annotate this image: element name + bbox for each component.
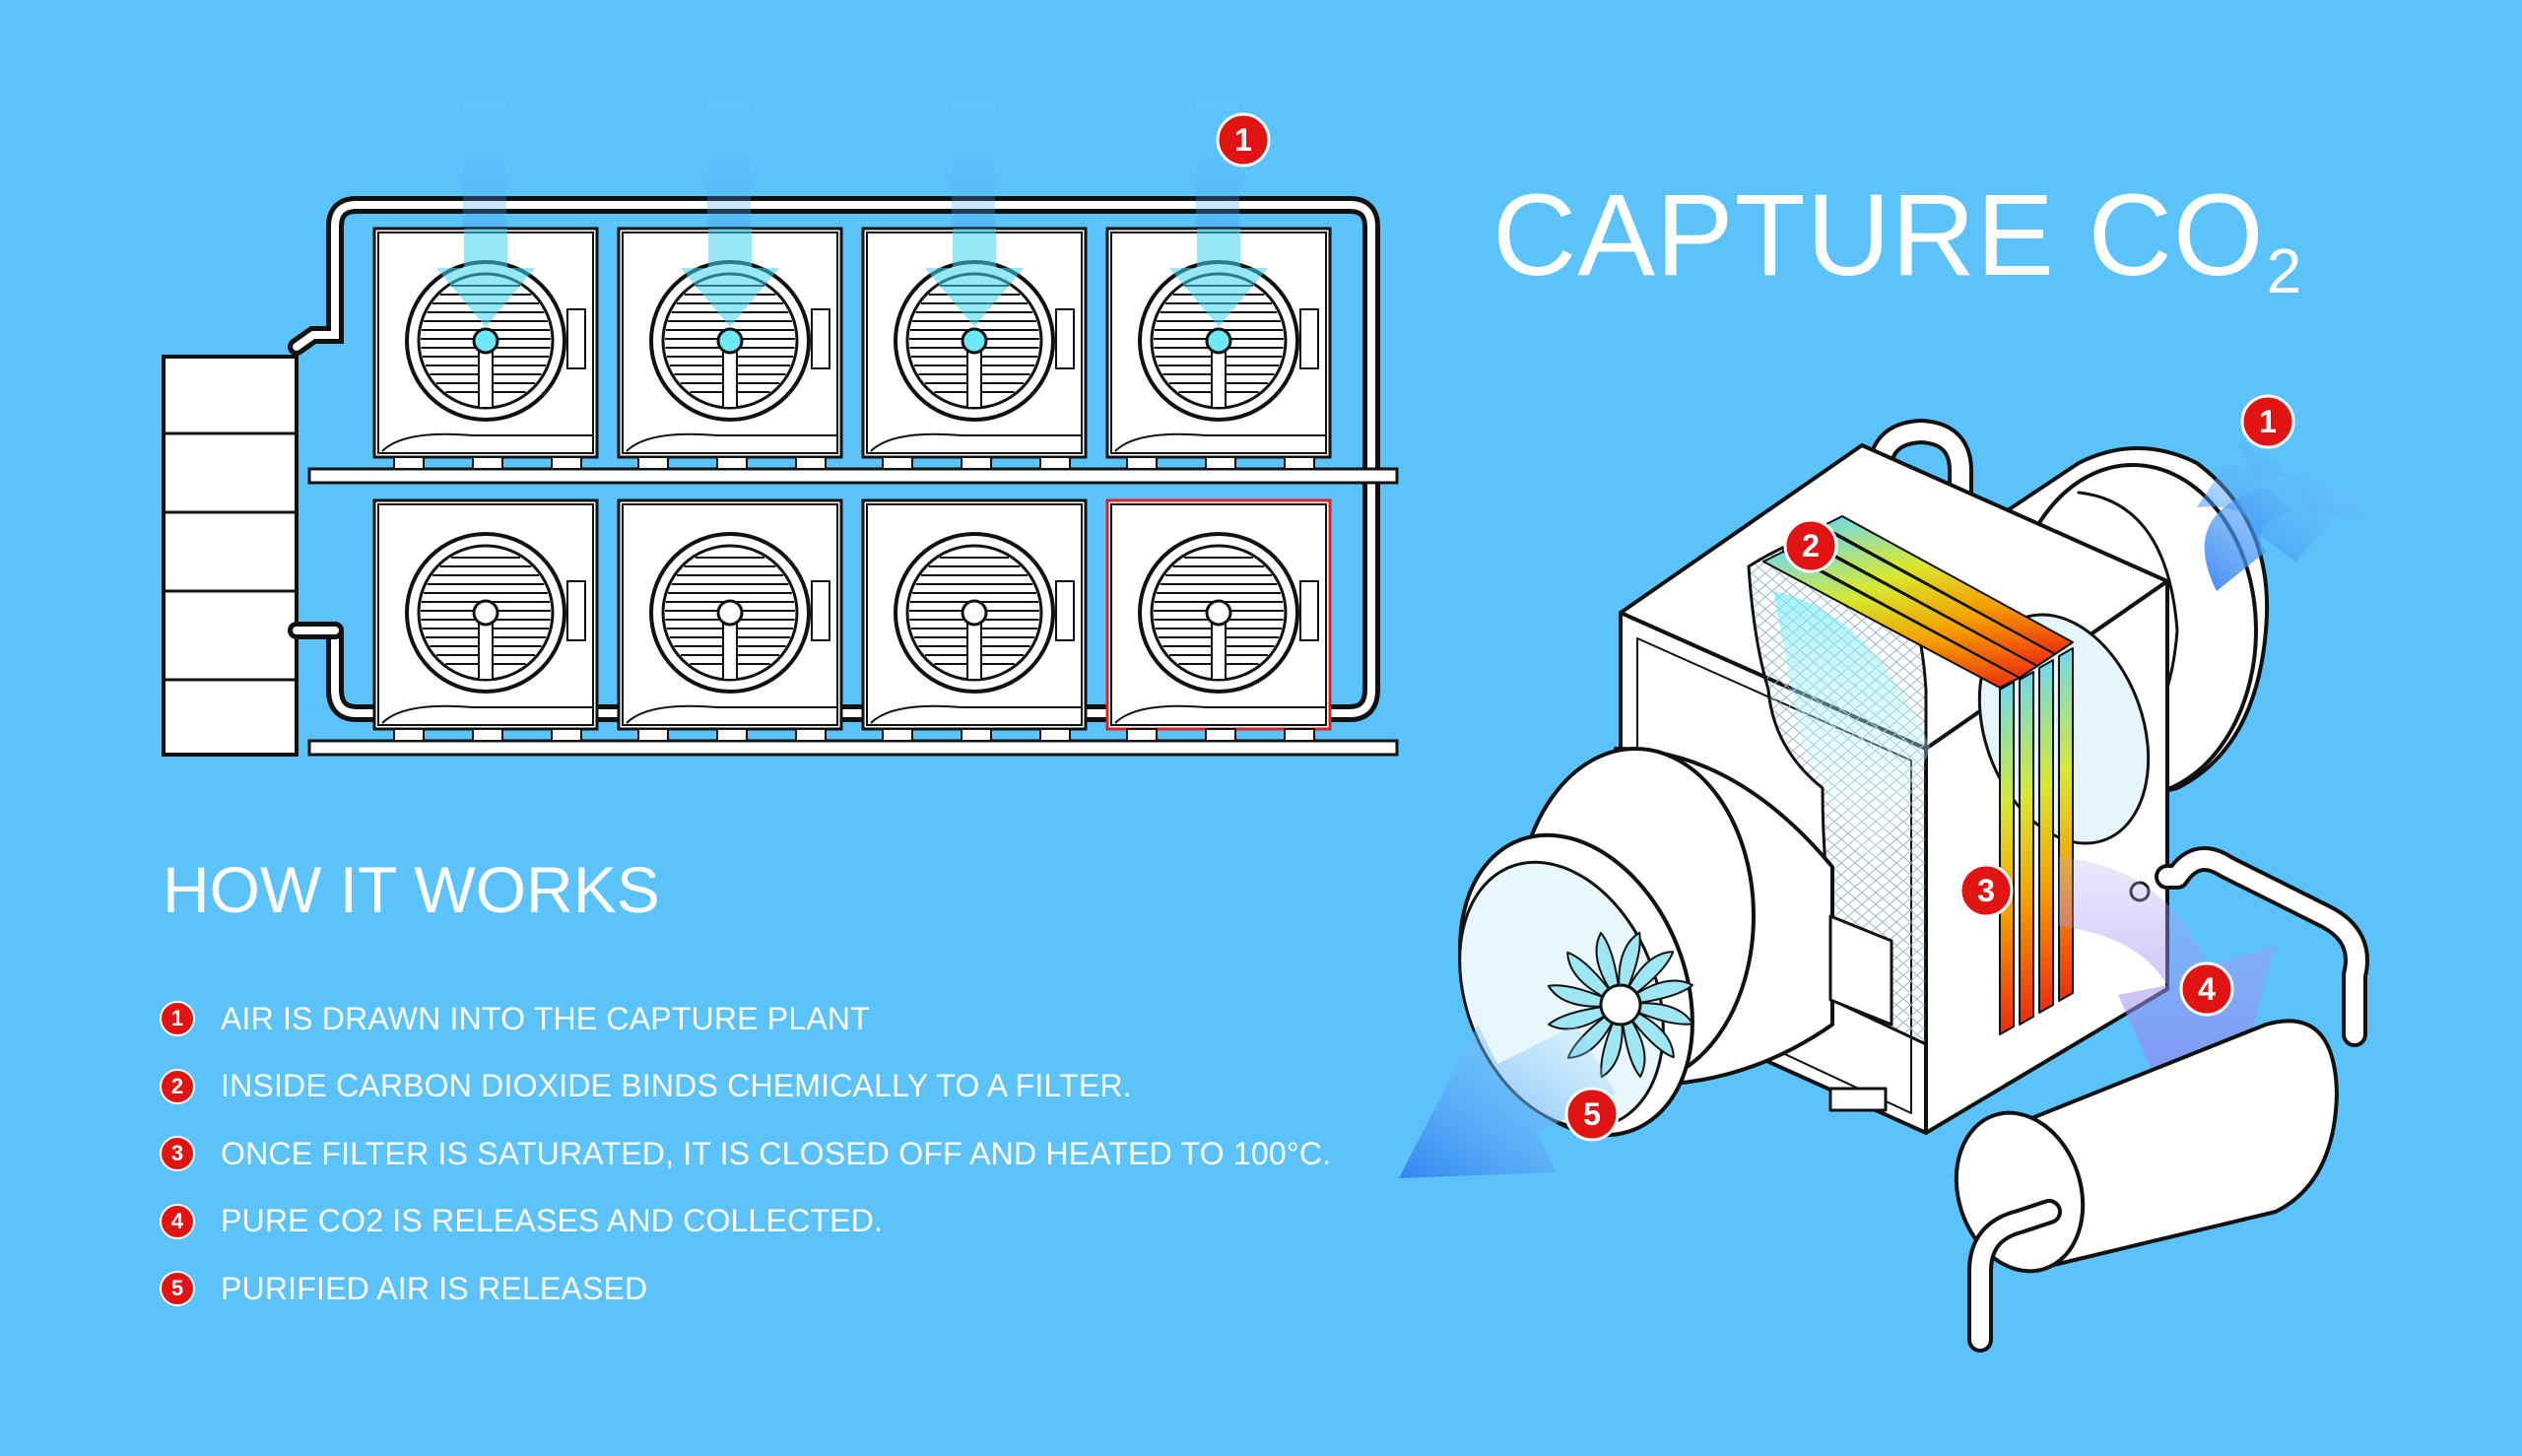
step-text: PURE CO2 IS RELEASES AND COLLECTED. [221,1203,884,1239]
step-text: ONCE FILTER IS SATURATED, IT IS CLOSED O… [221,1135,1332,1171]
step-item-1: 1 AIR IS DRAWN INTO THE CAPTURE PLANT [160,985,1331,1053]
plant-marker-1: 1 [1216,112,1271,167]
step-item-2: 2 INSIDE CARBON DIOXIDE BINDS CHEMICALLY … [160,1053,1331,1121]
svg-text:4: 4 [2198,971,2216,1007]
how-it-works-steps: 1 AIR IS DRAWN INTO THE CAPTURE PLANT 2 INS… [160,985,1331,1323]
unit-marker-2: 2 [1783,518,1838,573]
fan-unit [1105,227,1332,470]
svg-text:1: 1 [2259,404,2277,439]
fan-units [372,227,1332,742]
svg-text:5: 5 [1583,1096,1601,1132]
step-item-3: 3 ONCE FILTER IS SATURATED, IT IS CLOSED … [160,1120,1331,1188]
co2-collection-tank [1954,846,2369,1353]
step-item-4: 4 PURE CO2 IS RELEASES AND COLLECTED. [160,1188,1331,1256]
internal-airflow [1773,591,1931,867]
plant-pipes [288,196,1380,722]
filter-plates [1762,515,2074,1035]
how-it-works-heading: HOW IT WORKS [163,853,660,926]
unit-marker-1: 1 [2240,394,2295,449]
fan-unit [372,498,599,742]
step-number-badge: 4 [160,1203,195,1239]
step-number-badge: 3 [160,1136,195,1172]
capture-unit-diagram: 1 2 3 4 5 [1399,394,2384,1353]
capture-plant-diagram: 1 [162,79,1399,757]
fan-unit [861,498,1088,742]
step-number-badge: 5 [160,1271,195,1307]
fan-unit [1105,498,1332,742]
step-item-5: 5 PURIFIED AIR IS RELEASED [160,1255,1331,1323]
exhaust-air-arrow [1399,1025,1616,1178]
svg-text:3: 3 [1977,873,1995,908]
page-title: CAPTURE CO2 [1493,170,2303,306]
fan-unit [617,227,843,470]
svg-text:1: 1 [1234,122,1252,158]
unit-marker-4: 4 [2179,961,2234,1017]
step-number-badge: 2 [160,1068,195,1104]
side-tank [162,355,299,757]
step-text: PURIFIED AIR IS RELEASED [221,1270,648,1306]
step-text: AIR IS DRAWN INTO THE CAPTURE PLANT [221,1000,870,1036]
unit-marker-5: 5 [1564,1087,1620,1142]
step-text: INSIDE CARBON DIOXIDE BINDS CHEMICALLY T… [221,1068,1132,1104]
fan-unit [617,498,843,742]
incoming-air-arrow [2204,441,2384,591]
fan-unit [372,227,599,470]
unit-marker-3: 3 [1958,863,2014,918]
top-shelf [307,467,1399,485]
fan-unit [861,227,1088,470]
unit-markers: 1 2 3 4 5 [1564,394,2295,1142]
svg-text:2: 2 [1802,528,1820,563]
step-number-badge: 1 [160,1001,195,1037]
bottom-shelf [307,739,1399,757]
